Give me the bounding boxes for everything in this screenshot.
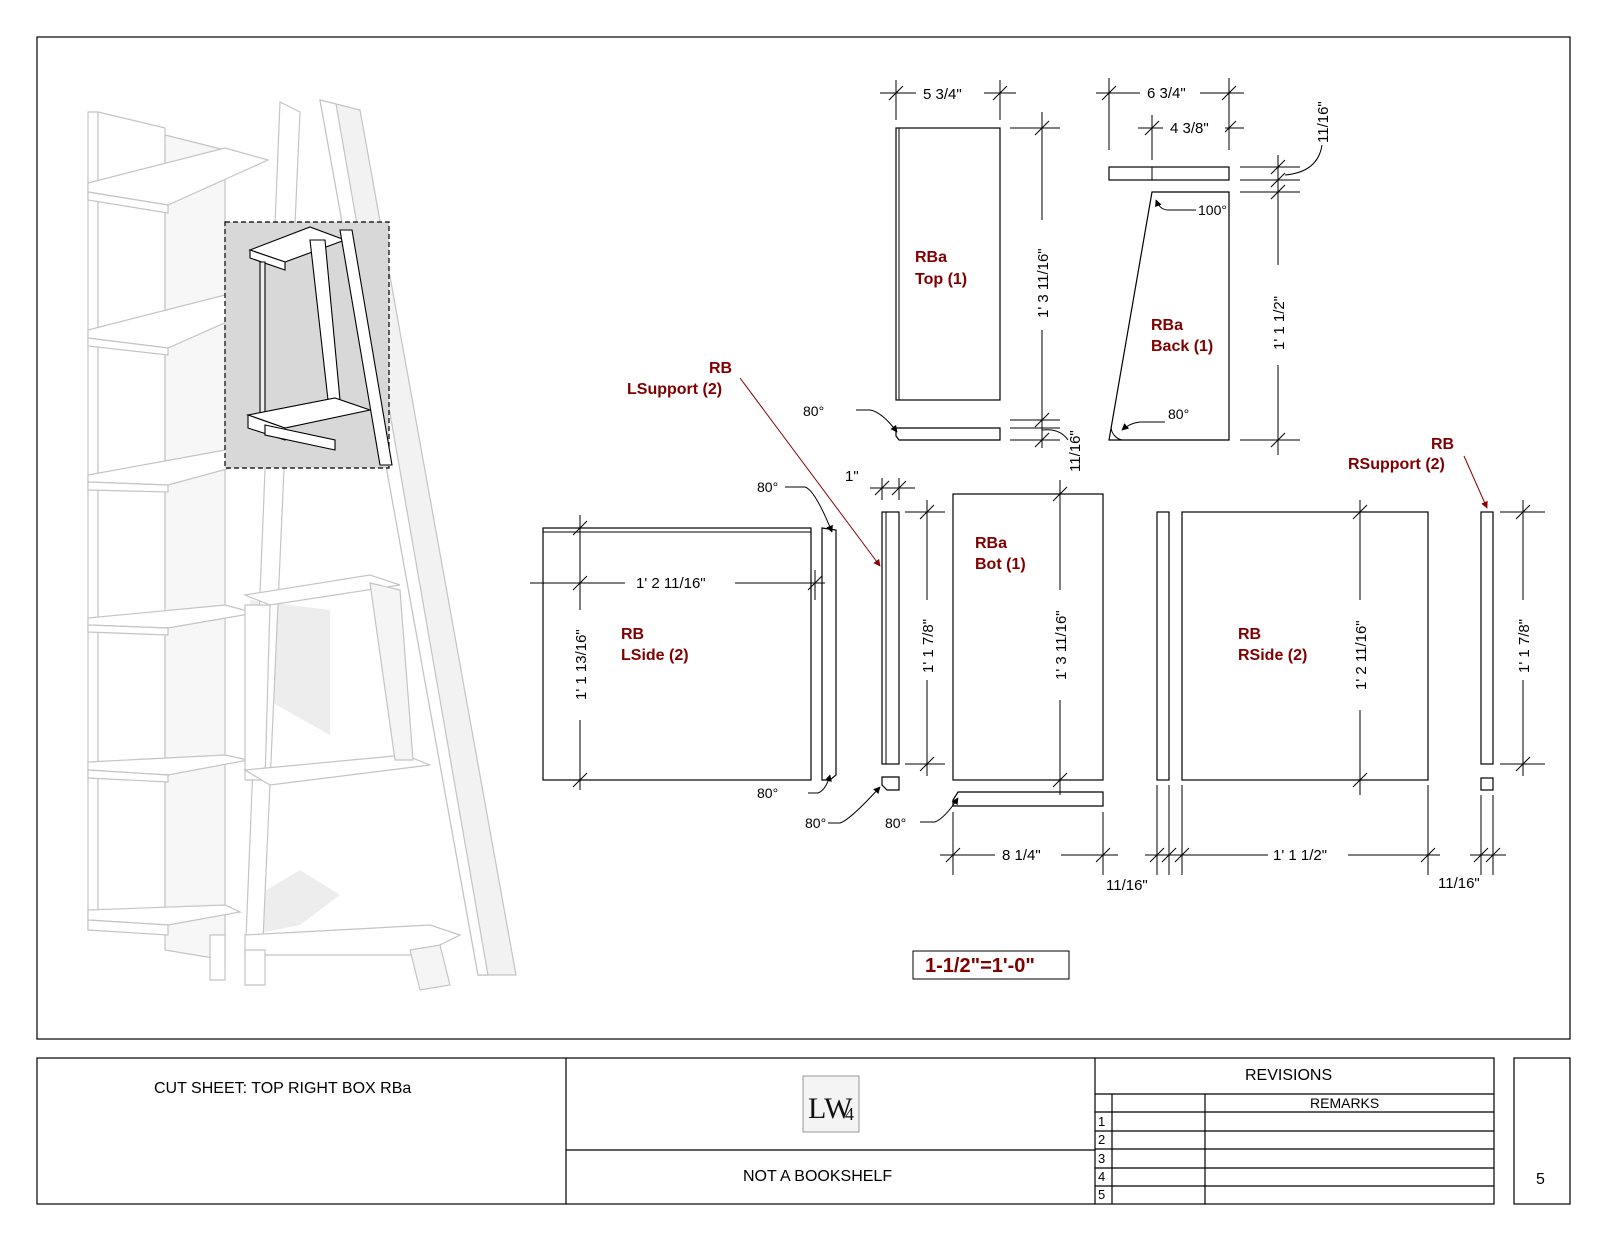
part-rb-lsupport	[881, 511, 900, 791]
revisions-header: REVISIONS	[1245, 1067, 1333, 1084]
dim-top-width	[880, 80, 1016, 120]
dim-lside-width	[530, 515, 825, 790]
dim-back-width	[1096, 78, 1244, 160]
revision-row-4: 4	[1098, 1169, 1106, 1184]
rba-back-label-1: RBa	[1151, 317, 1183, 334]
rba-bot-label-1: RBa	[975, 535, 1007, 552]
dim-top-length-text: 1' 3 11/16"	[1035, 248, 1052, 318]
angle-80-bot: 80°	[885, 815, 906, 831]
dim-rsupport-thick-text: 11/16"	[1438, 875, 1480, 892]
dim-lside-width-text: 1' 2 11/16"	[636, 575, 706, 592]
dim-lsupport-gap-text: 1"	[845, 468, 859, 485]
svg-text:LW: LW	[808, 1092, 853, 1125]
part-rb-rside: RB RSide (2)	[1156, 511, 1429, 781]
dim-bot-width-text: 8 1/4"	[1002, 847, 1041, 864]
rb-rside-label-1: RB	[1238, 626, 1261, 643]
dim-rside	[1145, 500, 1440, 875]
scale-box	[912, 950, 1070, 980]
dim-lside-height-text: 1' 1 13/16"	[573, 629, 590, 700]
dim-back-height-text: 1' 1 1/2"	[1271, 296, 1288, 350]
rb-lsupport-label-1: RB	[709, 360, 732, 377]
scale-text: 1-1/2"=1'-0"	[925, 955, 1035, 977]
dim-rside-thick-text: 11/16"	[1106, 877, 1148, 894]
rb-rsupport-label-1: RB	[1431, 436, 1454, 453]
revision-row-2: 2	[1098, 1132, 1106, 1147]
angle-80-lside-bot: 80°	[757, 785, 778, 801]
angle-80-top: 80°	[803, 403, 824, 419]
revision-row-5: 5	[1098, 1187, 1106, 1202]
project-name: NOT A BOOKSHELF	[743, 1168, 893, 1185]
dim-top-thick-text: 11/16"	[1067, 430, 1084, 472]
rb-rsupport-label-2: RSupport (2)	[1348, 456, 1445, 473]
part-rb-rsupport	[1480, 511, 1494, 791]
sheet-border	[36, 36, 1571, 1040]
title-block	[36, 1057, 1571, 1205]
rba-bot-label-2: Bot (1)	[975, 556, 1026, 573]
dim-rside-height-text: 1' 2 11/16"	[1353, 620, 1370, 690]
angle-80-back: 80°	[1168, 406, 1189, 422]
dim-lsupport	[870, 478, 945, 776]
dim-rsupport-height-text: 1' 1 7/8"	[1516, 619, 1533, 673]
angle-80-lside-top: 80°	[757, 479, 778, 495]
lw4-logo: LW 4	[802, 1075, 860, 1133]
part-rba-top: RBa Top (1)	[895, 127, 1001, 441]
revision-row-3: 3	[1098, 1151, 1106, 1166]
sheet-title: CUT SHEET: TOP RIGHT BOX RBa	[154, 1080, 412, 1097]
rba-back-label-2: Back (1)	[1151, 338, 1213, 355]
dim-rside-width-text: 1' 1 1/2"	[1273, 847, 1327, 864]
dim-back-height	[1240, 155, 1300, 455]
rb-lside-label-1: RB	[621, 626, 644, 643]
revision-row-1: 1	[1098, 1114, 1106, 1129]
rba-top-label-2: Top (1)	[915, 271, 967, 288]
dim-bot-length-text: 1' 3 11/16"	[1053, 610, 1070, 680]
dim-top-length	[1010, 112, 1060, 448]
angle-100-back: 100°	[1198, 202, 1227, 218]
dim-top-width-text: 5 3/4"	[923, 86, 962, 103]
dim-lsupport-height-text: 1' 1 7/8"	[920, 619, 937, 673]
dim-bot	[940, 480, 1118, 875]
rb-rside-label-2: RSide (2)	[1238, 647, 1307, 664]
part-rba-back: RBa Back (1)	[1108, 166, 1230, 441]
dim-back-thick-text: 11/16"	[1315, 101, 1332, 143]
rb-lsupport-label-2: LSupport (2)	[627, 381, 722, 398]
page-number: 5	[1536, 1171, 1545, 1188]
highlighted-box-rba	[224, 221, 393, 469]
remarks-header: REMARKS	[1310, 1095, 1380, 1111]
angle-80-lsupport: 80°	[805, 815, 826, 831]
dim-back-width-text: 6 3/4"	[1147, 85, 1186, 102]
dim-back-inner-text: 4 3/8"	[1170, 120, 1209, 137]
part-rb-lside: RB LSide (2)	[542, 527, 837, 781]
svg-text:4: 4	[845, 1104, 854, 1124]
rb-lside-label-2: LSide (2)	[621, 647, 689, 664]
rba-top-label-1: RBa	[915, 249, 947, 266]
part-rba-bot: RBa Bot (1)	[952, 493, 1104, 807]
dim-rsupport	[1470, 500, 1545, 875]
